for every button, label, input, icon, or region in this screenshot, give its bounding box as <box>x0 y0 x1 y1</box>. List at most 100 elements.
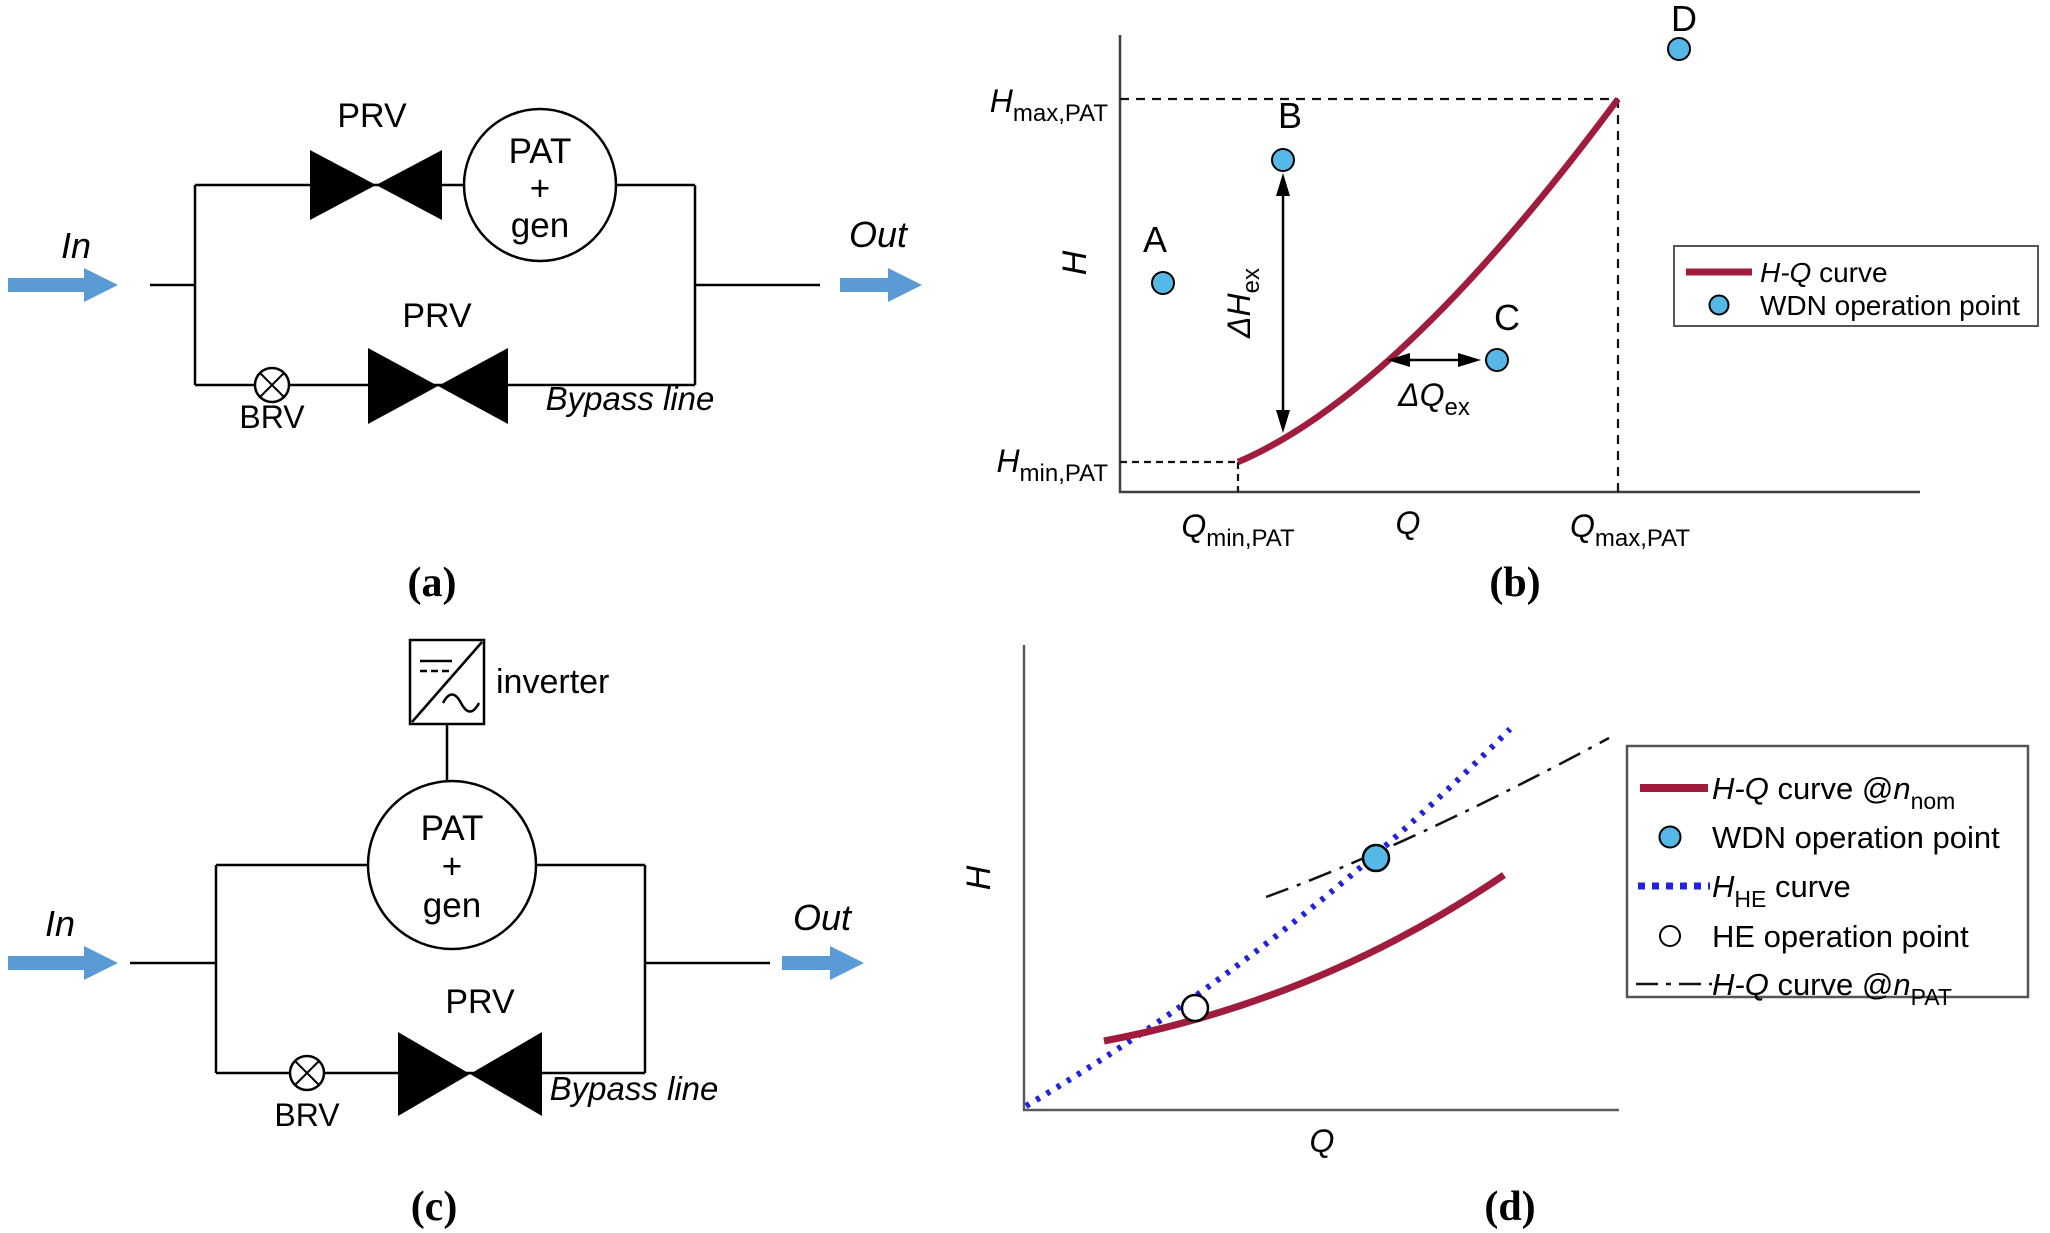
legend-d-row5-hq: H-Q <box>1712 967 1769 1002</box>
wdn-point-A <box>1151 271 1175 295</box>
x-axis-label-d: Q <box>1310 1123 1335 1159</box>
panel-c-schematic: inverter In PAT + gen BRV PRV Bypass lin… <box>8 638 864 1230</box>
flow-arrow-out-icon <box>782 946 864 980</box>
caption-b: (b) <box>1489 560 1540 606</box>
delta-h-symbol: ΔH <box>1221 293 1257 339</box>
brv-label: BRV <box>239 399 305 435</box>
legend-d-row1-n: n <box>1893 771 1910 806</box>
y-axis-label-d: H <box>960 865 998 890</box>
out-label: Out <box>793 897 853 938</box>
legend-b-hq: H-Q <box>1760 257 1811 288</box>
legend-d-row3-text: curve <box>1766 869 1850 904</box>
point-label-C: C <box>1494 297 1520 338</box>
legend-d-row1-text: curve @ <box>1769 771 1894 806</box>
qmin-symbol: Q <box>1181 508 1206 544</box>
delta-h-arrow <box>1276 173 1290 433</box>
in-label: In <box>61 225 91 266</box>
flow-arrow-in-icon <box>8 946 118 980</box>
qmin-subscript: min,PAT <box>1206 525 1295 552</box>
inverter-icon <box>408 638 486 726</box>
wdn-point-B <box>1271 148 1295 172</box>
delta-q-arrow <box>1387 353 1481 367</box>
legend-d-row1-sub: nom <box>1911 788 1956 814</box>
bypass-line-label: Bypass line <box>550 1070 719 1107</box>
prv-label: PRV <box>445 983 515 1021</box>
brv-valve-icon <box>288 1054 326 1092</box>
delta-h-subscript: ex <box>1238 268 1265 293</box>
he-operation-point <box>1180 993 1210 1023</box>
caption-d: (d) <box>1484 1184 1535 1230</box>
legend-d-row1-hq: H-Q <box>1712 771 1769 806</box>
qmax-subscript: max,PAT <box>1595 525 1690 552</box>
legend-d-row5-sub: PAT <box>1911 984 1952 1010</box>
legend-d-wdn-swatch <box>1658 825 1682 849</box>
wdn-point-D <box>1667 37 1691 61</box>
point-label-D: D <box>1671 0 1697 39</box>
inverter-label: inverter <box>496 663 609 701</box>
legend-b-box <box>1673 245 2039 327</box>
delta-h-label: ΔHex <box>1221 268 1265 339</box>
legend-d-row4-label: HE operation point <box>1712 919 1969 954</box>
qmax-symbol: Q <box>1570 508 1595 544</box>
prv-bottom-label: PRV <box>402 297 472 335</box>
bypass-line-label: Bypass line <box>546 380 715 417</box>
panel-d-chart: H Q H-Q curve @nnom WDN operation point … <box>960 645 2030 1230</box>
prv-valve-bottom-icon <box>368 348 508 424</box>
pat-text-1: PAT <box>509 132 572 171</box>
hmin-label: Hmin,PAT <box>996 443 1108 487</box>
hmax-symbol: H <box>990 83 1014 119</box>
arrowhead-down-icon <box>1276 410 1290 433</box>
point-label-A: A <box>1143 219 1167 260</box>
axes-d <box>1022 645 1619 1112</box>
pat-text-2: + <box>530 169 550 208</box>
qmax-label: Qmax,PAT <box>1570 508 1690 552</box>
x-axis-label-b: Q <box>1396 505 1421 541</box>
prv-valve-top-icon <box>310 150 442 220</box>
legend-d-row3-label: HHE curve <box>1712 869 1851 912</box>
pipe-loop <box>193 183 697 387</box>
pat-text-3: gen <box>511 206 569 245</box>
caption-c: (c) <box>411 1184 458 1230</box>
valve-right-triangle <box>470 1032 542 1116</box>
legend-d-row2-label: WDN operation point <box>1712 820 2000 855</box>
valve-left-triangle <box>398 1032 470 1116</box>
pat-gen-circle <box>366 779 538 951</box>
legend-b-point-swatch <box>1708 294 1730 316</box>
legend-b-curve: curve <box>1811 257 1887 288</box>
valve-left-triangle <box>368 348 438 424</box>
arrowhead-right-icon <box>1458 353 1481 367</box>
valve-right-triangle <box>438 348 508 424</box>
inverter-diagonal <box>411 641 483 723</box>
arrowhead-left-icon <box>1387 353 1410 367</box>
inverter-ac-sine <box>441 693 481 713</box>
legend-d-row5-label: H-Q curve @nPAT <box>1712 967 1952 1010</box>
brv-label: BRV <box>274 1097 340 1133</box>
legend-d-row3-sub: HE <box>1734 886 1766 912</box>
pat-text-3: gen <box>423 886 481 925</box>
valve-right-triangle <box>376 150 442 220</box>
legend-b: H-Q curve WDN operation point <box>1673 245 2039 327</box>
legend-d-row1-label: H-Q curve @nnom <box>1712 771 1955 814</box>
legend-d-he-swatch <box>1659 925 1681 947</box>
legend-b-row2-label: WDN operation point <box>1760 290 2020 321</box>
out-label: Out <box>849 214 909 255</box>
hq-curve-nnom <box>1103 872 1506 1045</box>
legend-b-row1-label: H-Q curve <box>1760 257 1888 288</box>
in-label: In <box>45 903 75 944</box>
pat-gen-circle <box>462 107 618 263</box>
pat-text-1: PAT <box>421 809 484 848</box>
legend-d-row5-n: n <box>1893 967 1910 1002</box>
flow-arrow-in-icon <box>8 268 118 302</box>
prv-top-label: PRV <box>337 97 407 135</box>
h-he-curve <box>1024 726 1513 1109</box>
y-axis-label-b: H <box>1056 250 1094 275</box>
brv-cross <box>259 372 285 398</box>
caption-a: (a) <box>408 560 457 606</box>
pat-text-2: + <box>442 847 462 886</box>
legend-d-row5-text: curve @ <box>1769 967 1894 1002</box>
hmax-subscript: max,PAT <box>1013 100 1108 127</box>
panel-b-chart: H Q Hmax,PAT Hmin,PAT Qmin,PAT Qmax,PAT … <box>990 0 2039 606</box>
delta-q-subscript: ex <box>1445 394 1470 421</box>
